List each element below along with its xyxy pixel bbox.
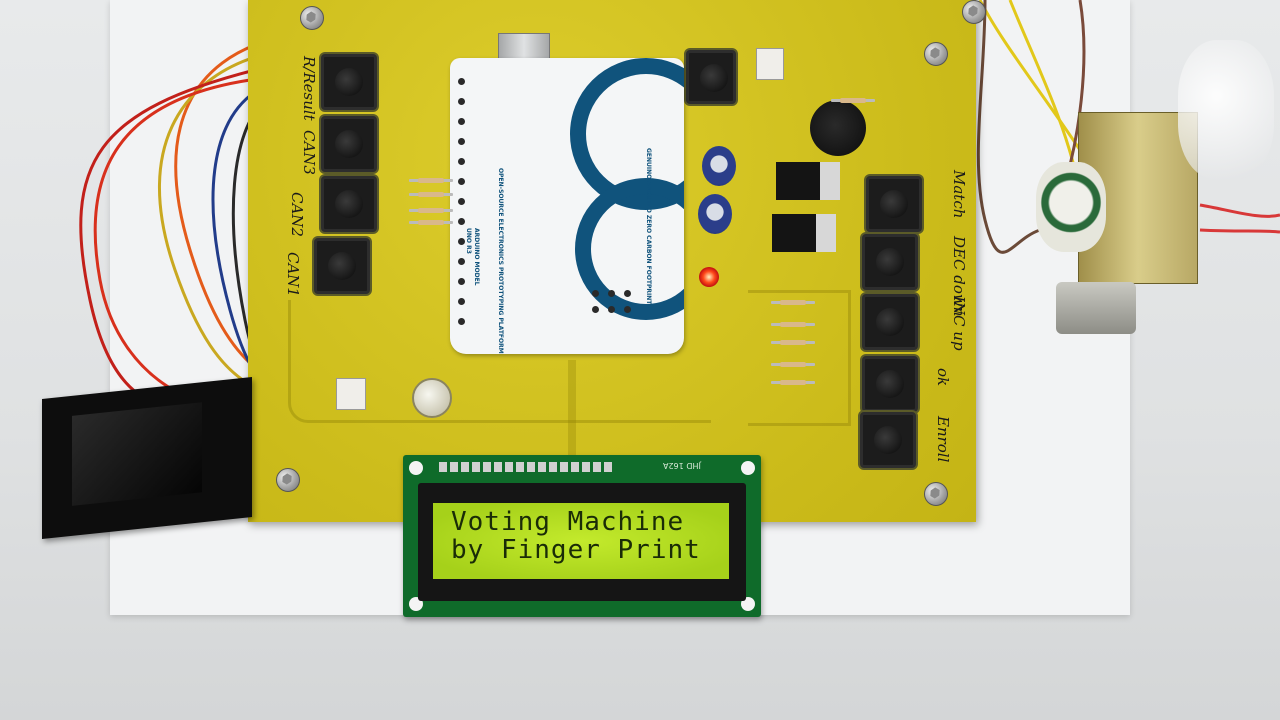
lcd-header-pins [439, 457, 615, 476]
label-result: R/Result [300, 56, 318, 121]
resistor [418, 178, 444, 183]
header-pin [608, 306, 615, 313]
resistor [780, 322, 806, 327]
candidate-2-button[interactable] [321, 176, 377, 232]
candidate-1-button[interactable] [314, 238, 370, 294]
arduino-logo-ring [575, 178, 684, 320]
enroll-button[interactable] [860, 412, 916, 468]
red-led [699, 267, 719, 287]
header-pin [458, 158, 465, 165]
power-connector [756, 48, 784, 80]
header-pin [458, 178, 465, 185]
resistor [418, 208, 444, 213]
header-pin [624, 306, 631, 313]
header-pin [592, 306, 599, 313]
header-pin [458, 278, 465, 285]
lcd-module: JHD 162A Voting Machine by Finger Print [403, 455, 761, 617]
header-pin [592, 290, 599, 297]
label-enroll: Enroll [934, 416, 952, 463]
electrolytic-capacitor [702, 146, 736, 186]
header-pin [458, 78, 465, 85]
electrolytic-capacitor [698, 194, 732, 234]
ok-button[interactable] [862, 356, 918, 412]
voltage-regulator [772, 214, 836, 252]
arduino-model-text: ARDUINO MODEL [473, 228, 480, 286]
buzzer [810, 100, 866, 156]
voltage-regulator [776, 162, 840, 200]
increment-button[interactable] [862, 294, 918, 350]
mounting-screw [962, 0, 986, 24]
resistor [418, 220, 444, 225]
fingerprint-sensor[interactable] [42, 376, 252, 540]
pcb-trace [748, 290, 851, 426]
header-pin [458, 218, 465, 225]
lcd-model-label: JHD 162A [663, 461, 701, 470]
lcd-mount-hole [741, 461, 755, 475]
lcd-screen: Voting Machine by Finger Print [433, 503, 729, 579]
resistor [780, 362, 806, 367]
resistor [418, 192, 444, 197]
arduino-uno-board: ARDUINO MODEL UNO R3 OPEN-SOURCE ELECTRO… [450, 58, 684, 354]
label-inc-up: INC up [950, 296, 968, 351]
header-pin [458, 298, 465, 305]
label-ok: ok [934, 368, 952, 387]
label-match: Match [950, 170, 968, 219]
result-button[interactable] [321, 54, 377, 110]
arduino-footprint-text: GENUINO ARDUINO ZERO CARBON FOOTPRINT [645, 148, 652, 305]
reset-button[interactable] [686, 50, 736, 104]
resistor [840, 98, 866, 103]
header-pin [624, 290, 631, 297]
header-pin [458, 98, 465, 105]
header-pin [458, 138, 465, 145]
header-pin [608, 290, 615, 297]
lcd-mount-hole [409, 461, 423, 475]
mounting-screw [924, 42, 948, 66]
label-can3: CAN3 [300, 130, 318, 175]
header-pin [458, 118, 465, 125]
sensor-connector [336, 378, 366, 410]
candidate-3-button[interactable] [321, 116, 377, 172]
pcb-trace [288, 300, 711, 423]
label-can2: CAN2 [288, 192, 306, 237]
decrement-button[interactable] [862, 234, 918, 290]
transformer [1036, 112, 1200, 334]
header-pin [458, 238, 465, 245]
mounting-screw [924, 482, 948, 506]
mounting-screw [276, 468, 300, 492]
arduino-uno-text: UNO R3 [465, 228, 472, 254]
pcb-trace [568, 360, 576, 470]
resistor [780, 380, 806, 385]
contrast-potentiometer[interactable] [412, 378, 452, 418]
transformer-coil [1036, 162, 1106, 252]
header-pin [458, 318, 465, 325]
arduino-tagline-text: OPEN-SOURCE ELECTRONICS PROTOTYPING PLAT… [497, 168, 504, 354]
match-button[interactable] [866, 176, 922, 232]
label-can1: CAN1 [284, 252, 302, 297]
header-pin [458, 198, 465, 205]
lcd-line-2: by Finger Print [451, 535, 701, 565]
transformer-bracket [1056, 282, 1136, 334]
lcd-line-1: Voting Machine [451, 507, 685, 537]
fingerprint-window [72, 402, 202, 506]
resistor [780, 340, 806, 345]
plastic-wrap [1178, 40, 1274, 180]
lcd-bezel: Voting Machine by Finger Print [418, 483, 746, 601]
resistor [780, 300, 806, 305]
header-pin [458, 258, 465, 265]
mounting-screw [300, 6, 324, 30]
